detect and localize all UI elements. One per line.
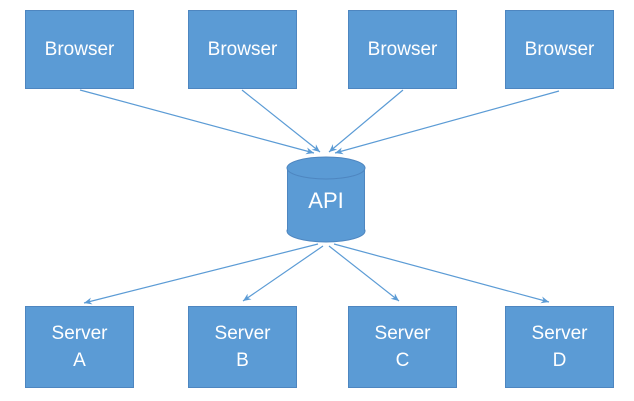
connector-browser2-api (241, 89, 321, 153)
node-server-c-letter: C (395, 350, 410, 371)
node-server-d-letter: D (552, 350, 567, 371)
connector-api-serverB (242, 245, 324, 302)
node-browser-1: Browser (25, 10, 134, 89)
connector-browser4-api (334, 90, 560, 155)
connector-api-serverA (83, 243, 319, 305)
node-browser-3-label: Browser (367, 38, 438, 60)
node-server-a: Server A (25, 306, 134, 388)
connector-browser1-api (79, 89, 315, 155)
node-browser-3: Browser (348, 10, 457, 89)
node-browser-4-label: Browser (524, 38, 595, 60)
node-server-b-label: Server (214, 323, 271, 344)
node-server-c-label: Server (374, 323, 431, 344)
node-browser-1-label: Browser (44, 38, 115, 60)
node-server-d-label: Server (531, 323, 588, 344)
node-server-c: Server C (348, 306, 457, 388)
connector-api-serverC (328, 245, 400, 302)
node-browser-2-label: Browser (207, 38, 278, 60)
connector-browser3-api (328, 89, 404, 153)
node-server-d: Server D (505, 306, 614, 388)
node-server-a-letter: A (73, 350, 86, 371)
node-server-a-label: Server (51, 323, 108, 344)
node-browser-4: Browser (505, 10, 614, 89)
node-browser-2: Browser (188, 10, 297, 89)
connector-api-serverD (333, 243, 550, 304)
node-api-label: API (308, 188, 344, 213)
node-server-b-letter: B (236, 350, 249, 371)
node-server-b: Server B (188, 306, 297, 388)
api-cylinder-shape (286, 156, 366, 243)
